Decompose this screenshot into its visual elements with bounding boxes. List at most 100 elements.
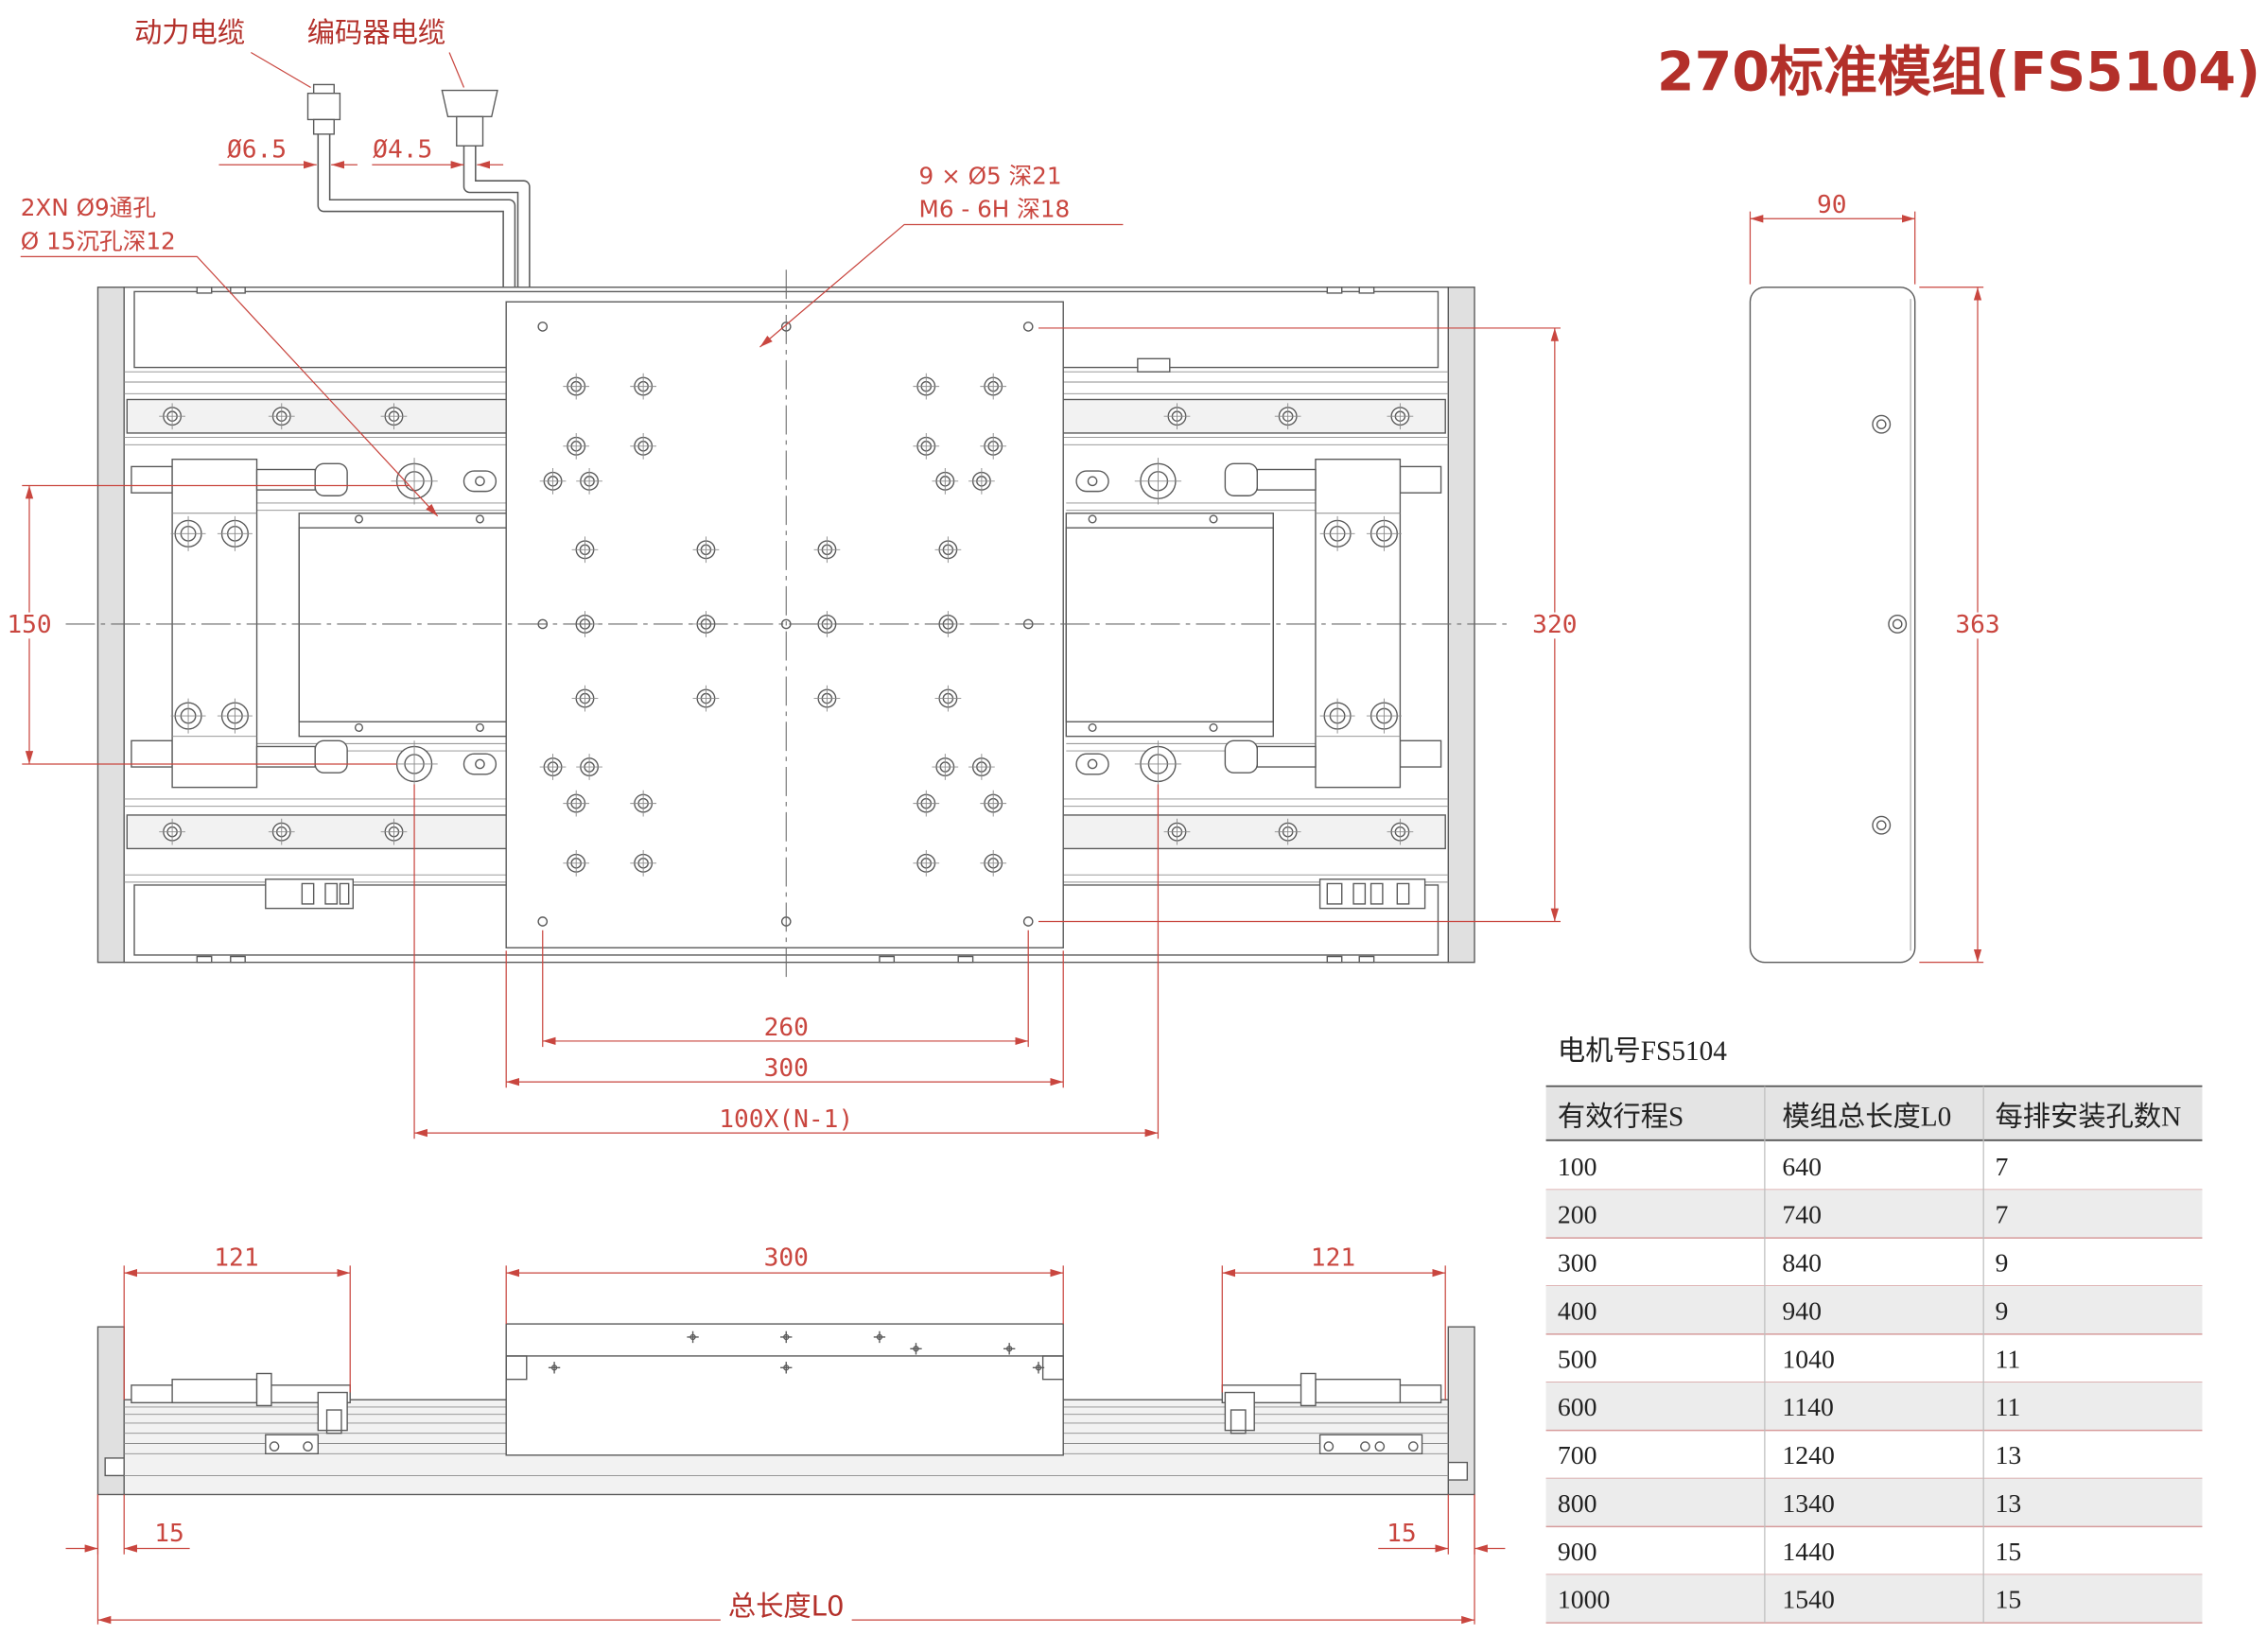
tapped-hole-centerline (913, 790, 940, 817)
side-left-sensor (265, 1434, 319, 1454)
side-hole-cross (1003, 1343, 1016, 1355)
bolt-centerlines (170, 515, 253, 734)
table-row-background (1545, 1285, 2203, 1334)
side-bearing-block (171, 1378, 258, 1404)
mark (475, 514, 484, 524)
through-hole-leader (20, 255, 439, 517)
encoder-cable-connector (441, 89, 498, 147)
right-sensor-details (1326, 882, 1410, 905)
rail-screw-hole (268, 818, 295, 845)
rail-screw-hole-centerline (268, 818, 295, 845)
table-cell: 200 (1558, 1201, 1597, 1230)
tapped-hole-centerline (571, 685, 599, 712)
upper-shaft (255, 468, 316, 491)
side-sensor-screw (1360, 1441, 1370, 1452)
dim-300-label: 300 (764, 1054, 809, 1083)
side-view (96, 1323, 1475, 1496)
side-left-foot (104, 1457, 125, 1477)
window-marks (354, 514, 484, 732)
lower-shaft-cap (314, 739, 348, 774)
dim-300-extension-lines (505, 950, 1064, 1088)
tapped-hole (630, 373, 657, 400)
side-hole-mark (910, 1343, 922, 1355)
table-row-background (1545, 1478, 2203, 1527)
limit-sensors-top-view (265, 878, 1426, 910)
tapped-hole-centerline (576, 467, 602, 495)
tapped-hole (932, 467, 959, 495)
end-view-hole-inner (1892, 618, 1903, 630)
side-hole-cross (548, 1362, 561, 1374)
side-hole-dot (689, 1333, 696, 1341)
dim-150-label-bg (3, 612, 56, 639)
side-hole-cross (873, 1330, 886, 1344)
dim-total-length-label-bg (720, 1591, 852, 1624)
tapped-hole (968, 467, 995, 495)
side-sensor-screw (303, 1441, 313, 1452)
right-end-plate (1447, 287, 1475, 964)
table-cell: 1000 (1558, 1586, 1611, 1615)
table-cell: 1140 (1782, 1393, 1833, 1422)
side-hole-dot (783, 1333, 790, 1341)
spec-table-header-stroke: 有效行程S (1558, 1101, 1684, 1132)
dim-15-left-label: 15 (154, 1520, 184, 1548)
dim-side-121-right-extension (1221, 1265, 1446, 1400)
table-cell: 9 (1996, 1249, 2009, 1278)
side-hole-dot (783, 1365, 790, 1371)
upper-end-rod (131, 465, 173, 494)
side-hole-mark (1032, 1362, 1045, 1374)
side-bracket (317, 1391, 348, 1432)
side-hole-dot (876, 1333, 883, 1341)
rail-screw-hole-centerline (1387, 403, 1414, 430)
mark (354, 514, 364, 524)
side-hole-dot (550, 1365, 558, 1371)
dim-260-extension-lines (542, 930, 1029, 1048)
table-cell: 11 (1996, 1393, 2021, 1422)
tapped-hole-centerline (932, 754, 959, 780)
end-view-hole (1872, 414, 1892, 434)
tapped-hole-centerline (539, 754, 567, 780)
small-mounting-hole (537, 322, 549, 332)
dim-363-label-bg (1951, 612, 2004, 639)
tapped-hole (630, 849, 657, 877)
bearing-bolt (170, 515, 253, 734)
side-hole-mark (780, 1362, 793, 1374)
tapped-hole-centerline (576, 754, 602, 780)
tapped-hole-centerline (913, 432, 940, 460)
power-cable-connector (306, 83, 341, 135)
tapped-hole (563, 790, 590, 817)
dim-pitch-extension-lines (413, 784, 1160, 1139)
lower-end-rod (131, 739, 173, 768)
tapped-hole-centerline (913, 849, 940, 877)
tapped-hole (571, 536, 599, 564)
mark (354, 722, 364, 732)
side-hole-cross (780, 1362, 793, 1374)
dim-150-extension-lines (22, 484, 409, 765)
tapped-hole (813, 536, 841, 564)
rail-screw-hole-centerline (1163, 818, 1191, 845)
spec-table-caption: 电机号FS5104 (1558, 1035, 1727, 1067)
counterbore-centerlines (391, 458, 438, 788)
rail-screw-hole (159, 403, 185, 430)
tapped-hole-centerline (563, 849, 590, 877)
side-hole-mark (1003, 1343, 1016, 1355)
rail-screw-hole (1274, 818, 1301, 845)
bearing-block (171, 459, 258, 789)
tapped-hole-centerline (968, 754, 995, 780)
base-window (298, 513, 507, 738)
side-hole-mark (873, 1330, 886, 1344)
side-carriage (505, 1323, 1064, 1456)
tapped-hole (980, 849, 1007, 877)
end-view-hole (1888, 614, 1908, 634)
table-cell: 1440 (1782, 1538, 1835, 1567)
mark (475, 722, 484, 732)
upper-shaft-cap (314, 462, 348, 496)
rail-screw-hole (1274, 403, 1301, 430)
left-end-plate (96, 287, 125, 964)
plate-holes-label: 9 × Ø5 深21 (919, 162, 1062, 189)
table-cell: 840 (1782, 1249, 1822, 1278)
dim-320-extension-lines (1038, 327, 1561, 923)
